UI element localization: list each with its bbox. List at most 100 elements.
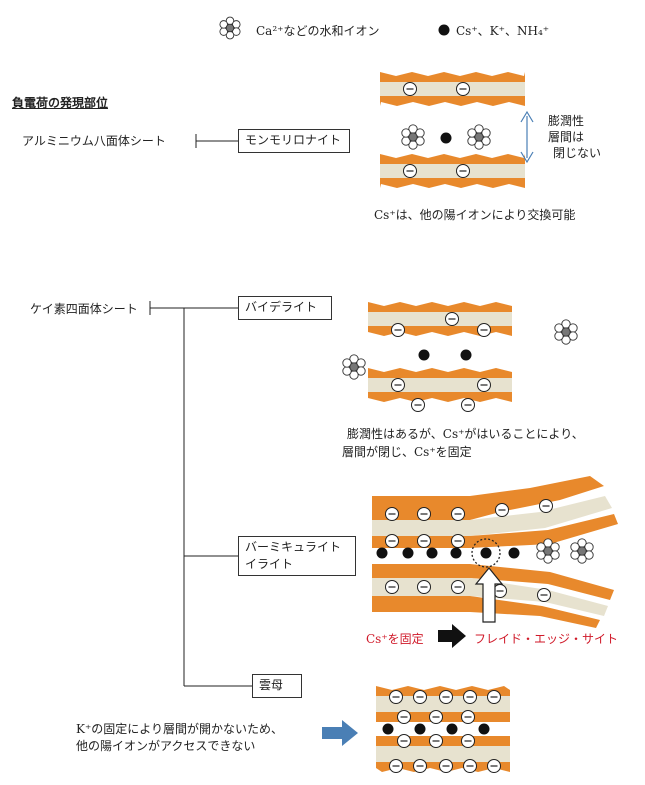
central-cation-circle bbox=[577, 546, 587, 556]
beidellite-upper-layer-middle-band bbox=[368, 312, 512, 326]
fixation-up-arrow-icon bbox=[474, 567, 504, 623]
cesium-ion-dot-icon bbox=[480, 547, 492, 559]
montmorillonite-lower-layer-negative-charge-icon bbox=[456, 164, 470, 178]
montmorillonite-caption: Cs⁺は、他の陽イオンにより交換可能 bbox=[374, 208, 576, 222]
swelling-note-line2: 層間は bbox=[548, 130, 585, 144]
mica-negative-charge-icon bbox=[463, 690, 477, 704]
mica-negative-charge-icon bbox=[389, 690, 403, 704]
beidellite-lower-layer-negative-charge-icon bbox=[391, 378, 405, 392]
water-molecule-circle bbox=[401, 128, 411, 138]
beidellite-lower-layer-negative-charge-icon bbox=[477, 378, 491, 392]
beidellite-negative-charge-icon bbox=[461, 398, 475, 412]
water-molecule-circle bbox=[536, 542, 546, 552]
montmorillonite-label: モンモリロナイト bbox=[245, 133, 342, 147]
beidellite-negative-charge-icon bbox=[477, 323, 491, 337]
mica-negative-charge-icon bbox=[463, 759, 477, 773]
central-cation-circle bbox=[561, 327, 571, 337]
cesium-ion-dot-icon bbox=[446, 723, 458, 735]
cesium-ion-dot-icon bbox=[478, 723, 490, 735]
swelling-note-line3: 閉じない bbox=[553, 146, 602, 160]
frayed-edge-highlight-circle bbox=[471, 538, 501, 568]
label-silicon-sheet: ケイ素四面体シート bbox=[30, 302, 138, 316]
cs-fixed-label: Cs⁺を固定 bbox=[366, 632, 424, 646]
mica-label: 雲母 bbox=[259, 678, 284, 692]
frayed-edge-site-label: フレイド・エッジ・サイト bbox=[474, 632, 619, 646]
mica-interlayer-space bbox=[376, 722, 510, 736]
cesium-ion-dot-icon bbox=[418, 349, 430, 361]
beidellite-lower-layer-bottom-sheet bbox=[368, 392, 512, 402]
hydrated-ion-icon bbox=[401, 124, 425, 150]
box-beidellite: バイデライト bbox=[238, 296, 332, 320]
water-molecule-circle bbox=[219, 20, 228, 29]
mica-negative-charge-icon bbox=[413, 690, 427, 704]
hydrated-ion-icon bbox=[554, 319, 578, 345]
cesium-ion-dot-icon bbox=[438, 24, 450, 36]
cesium-ion-dot-icon bbox=[376, 547, 388, 559]
water-molecule-circle bbox=[415, 136, 425, 146]
mica-negative-charge-icon bbox=[487, 759, 501, 773]
vermiculite-top-lower-orange bbox=[372, 514, 618, 548]
central-cation-circle bbox=[543, 546, 553, 556]
vermiculite-negative-charge-icon bbox=[385, 580, 399, 594]
legend-dot-ion-label: Cs⁺、K⁺、NH₄⁺ bbox=[456, 24, 550, 38]
central-cation-circle bbox=[408, 132, 418, 142]
cesium-ion-dot-icon bbox=[414, 723, 426, 735]
swelling-note-line1: 膨潤性 bbox=[548, 114, 585, 128]
water-molecule-circle bbox=[342, 358, 352, 368]
mica-negative-charge-icon bbox=[487, 690, 501, 704]
vermiculite-top-beige-band bbox=[372, 496, 612, 536]
vermiculite-negative-charge-icon bbox=[451, 534, 465, 548]
cesium-ion-dot-icon bbox=[402, 547, 414, 559]
mica-negative-charge-icon bbox=[429, 734, 443, 748]
vermiculite-negative-charge-icon bbox=[417, 507, 431, 521]
hydrated-ion-icon bbox=[467, 124, 491, 150]
mica-negative-charge-icon bbox=[439, 759, 453, 773]
beidellite-negative-charge-icon bbox=[411, 398, 425, 412]
box-mica: 雲母 bbox=[252, 674, 302, 698]
vermiculite-top-orange-sheet bbox=[372, 476, 604, 520]
mica-caption-line2: 他の陽イオンがアクセスできない bbox=[76, 739, 256, 753]
cesium-ion-dot-icon bbox=[508, 547, 520, 559]
vermiculite-negative-charge-icon bbox=[495, 503, 509, 517]
vermiculite-negative-charge-icon bbox=[451, 580, 465, 594]
swelling-arrow-up-head bbox=[520, 110, 534, 123]
cesium-ion-dot-icon bbox=[426, 547, 438, 559]
box-montmorillonite: モンモリロナイト bbox=[238, 129, 350, 153]
beidellite-caption-line2: 層間が閉じ、Cs⁺を固定 bbox=[342, 445, 472, 459]
montmorillonite-upper-layer-bottom-sheet bbox=[380, 96, 525, 106]
water-molecule-circle bbox=[554, 323, 564, 333]
beidellite-lower-layer-top-sheet bbox=[368, 368, 512, 378]
vermiculite-negative-charge-icon bbox=[451, 507, 465, 521]
central-cation-circle bbox=[474, 132, 484, 142]
central-cation-circle bbox=[349, 362, 359, 372]
heading-negative-charge-site: 負電荷の発現部位 bbox=[12, 96, 109, 110]
vermiculite-negative-charge-icon bbox=[417, 580, 431, 594]
vermiculite-negative-charge-icon bbox=[385, 507, 399, 521]
montmorillonite-lower-layer-bottom-sheet bbox=[380, 178, 525, 188]
mica-negative-charge-icon bbox=[429, 710, 443, 724]
cesium-ion-dot-icon bbox=[382, 723, 394, 735]
water-molecule-circle bbox=[356, 366, 366, 376]
montmorillonite-upper-layer-middle-band bbox=[380, 82, 525, 96]
hydrated-ion-icon bbox=[219, 16, 241, 40]
water-molecule-circle bbox=[568, 331, 578, 341]
water-molecule-circle bbox=[481, 136, 491, 146]
legend-hydrated-ion-label: Ca²⁺などの水和イオン bbox=[256, 24, 380, 38]
vermiculite-label: バーミキュライト bbox=[245, 540, 342, 554]
mica-negative-charge-icon bbox=[461, 734, 475, 748]
montmorillonite-upper-layer-negative-charge-icon bbox=[456, 82, 470, 96]
mica-negative-charge-icon bbox=[413, 759, 427, 773]
montmorillonite-upper-layer-top-sheet bbox=[380, 72, 525, 82]
hydrated-ion-icon bbox=[570, 538, 594, 564]
label-aluminum-sheet: アルミニウム八面体シート bbox=[22, 134, 166, 148]
hydrated-ion-icon bbox=[342, 354, 366, 380]
cesium-ion-dot-icon bbox=[460, 349, 472, 361]
montmorillonite-lower-layer-top-sheet bbox=[380, 154, 525, 164]
water-molecule-circle bbox=[550, 550, 560, 560]
beidellite-label: バイデライト bbox=[245, 300, 318, 314]
mica-negative-charge-icon bbox=[439, 690, 453, 704]
mica-pointer-arrow-icon bbox=[322, 720, 358, 746]
mica-negative-charge-icon bbox=[397, 710, 411, 724]
